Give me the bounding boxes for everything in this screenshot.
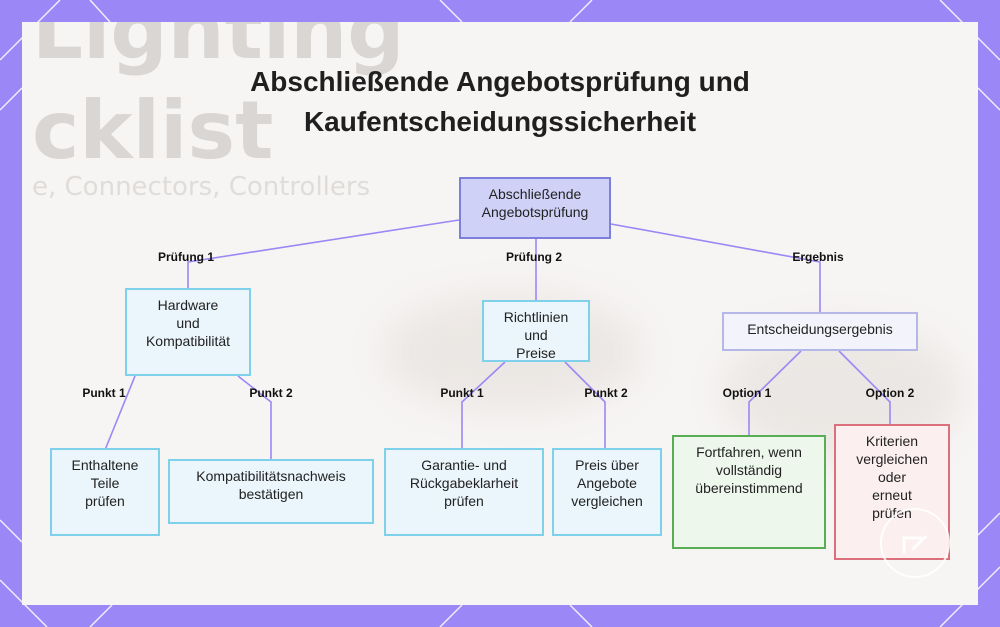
- edge-label-pruefung2: Prüfung 2: [506, 250, 562, 264]
- edge-label-hw-punkt1: Punkt 1: [82, 386, 126, 400]
- background-text: Lighting: [32, 22, 405, 77]
- node-entscheidung: Entscheidungsergebnis: [722, 312, 918, 351]
- edge-hardware-kompatibilitaet: [237, 375, 272, 461]
- edge-label-option1: Option 1: [722, 386, 772, 400]
- background-text: e, Connectors, Controllers: [32, 172, 371, 202]
- logo-watermark-icon: [880, 508, 950, 578]
- logo-watermark-icon-shape: [902, 534, 928, 554]
- page-title: Abschließende Angebotsprüfung und Kaufen…: [250, 66, 750, 137]
- background-text: cklist: [32, 84, 274, 177]
- edge-richtlinien-garantie: [461, 361, 506, 450]
- edge-label-rl-punkt2: Punkt 2: [584, 386, 628, 400]
- edge-root-entscheidung: [610, 223, 821, 314]
- edge-label-pruefung1: Prüfung 1: [158, 250, 214, 264]
- edge-label-option2: Option 2: [865, 386, 915, 400]
- edge-label-ergebnis: Ergebnis: [792, 250, 844, 264]
- edge-hardware-teile: [104, 375, 136, 451]
- edge-entscheidung-fortfahren: [748, 350, 802, 437]
- edge-label-hw-punkt2: Punkt 2: [249, 386, 293, 400]
- edge-root-hardware: [187, 219, 460, 290]
- edge-label-rl-punkt1: Punkt 1: [440, 386, 484, 400]
- edge-richtlinien-preis: [564, 361, 606, 450]
- edge-entscheidung-kriterien: [838, 350, 891, 425]
